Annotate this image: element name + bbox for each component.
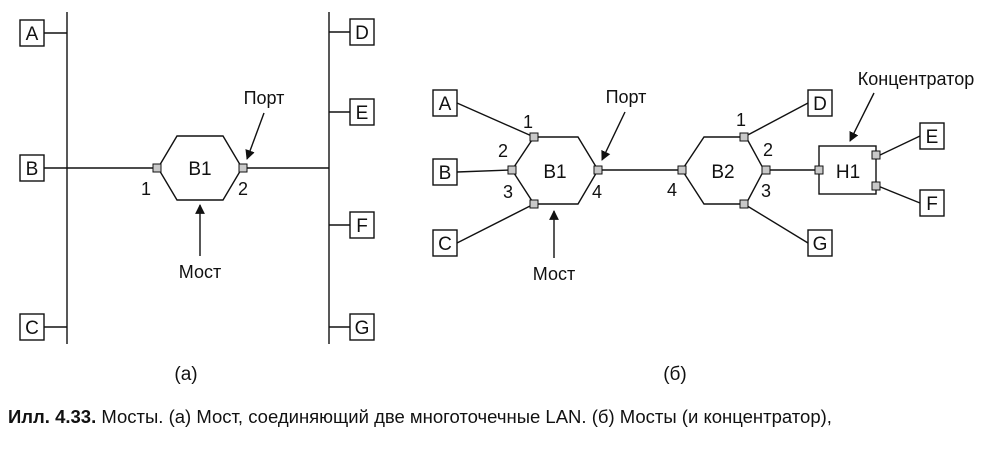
diagram-b-label: (б): [663, 364, 687, 385]
station-d-box: [349, 18, 375, 46]
b2-port-number-4: 4: [667, 180, 677, 200]
hub-port-left: [814, 165, 824, 175]
station-c-box: [19, 313, 45, 341]
diagram-b: A B C B1 1 2 3 4 B2 1 2 3 4 H1 D: [432, 69, 974, 385]
station-d-label: D: [813, 94, 827, 115]
b2-port-4: [677, 165, 687, 175]
port-number-2: 2: [238, 179, 248, 199]
port-note: Порт: [606, 87, 647, 107]
b1-port-number-2: 2: [498, 141, 508, 161]
bridge-note: Мост: [179, 262, 221, 282]
port-note: Порт: [244, 88, 285, 108]
bridge-port-1: [152, 163, 162, 173]
station-g-label: G: [813, 234, 828, 255]
b2-port-number-3: 3: [761, 181, 771, 201]
b1-port-4: [593, 165, 603, 175]
b1-port-1: [529, 132, 539, 142]
bridge-b1-label: B1: [543, 162, 566, 183]
station-d-box: [807, 89, 833, 117]
hub-arrow: [849, 92, 875, 142]
station-f-box: [349, 211, 375, 239]
station-b-label: B: [26, 159, 39, 180]
port-number-1: 1: [141, 179, 151, 199]
station-a-label: A: [439, 94, 452, 115]
station-c-label: C: [438, 234, 452, 255]
bridge-b1-label: B1: [188, 159, 211, 180]
hub-h1-box: [818, 145, 877, 195]
station-b-label: B: [439, 163, 452, 184]
figure-caption: Илл. 4.33. Мосты. (а) Мост, соединяющий …: [8, 404, 993, 430]
b2-port-number-2: 2: [763, 140, 773, 160]
station-e-box: [919, 122, 945, 150]
b2-port-2: [761, 165, 771, 175]
diagram-a-label: (a): [174, 364, 197, 385]
station-b-box: [19, 154, 45, 182]
hub-port-bottom: [871, 181, 881, 191]
station-a-label: A: [26, 24, 39, 45]
station-b-box: [432, 158, 458, 186]
station-a-box: [19, 19, 45, 47]
station-f-label: F: [926, 194, 938, 215]
station-a-box: [432, 89, 458, 117]
station-d-label: D: [355, 23, 369, 44]
station-e-label: E: [356, 103, 369, 124]
port-arrow: [245, 112, 265, 160]
b2-port-1: [739, 132, 749, 142]
station-g-box: [349, 313, 375, 341]
b2-port-number-1: 1: [736, 110, 746, 130]
bridge-port-2: [238, 163, 248, 173]
b1-port-number-4: 4: [592, 182, 602, 202]
caption-label: Илл. 4.33.: [8, 406, 97, 427]
b2-port-3: [739, 199, 749, 209]
hub-note: Концентратор: [858, 69, 974, 89]
station-g-box: [807, 229, 833, 257]
station-c-box: [432, 229, 458, 257]
b1-port-2: [507, 165, 517, 175]
station-f-box: [919, 189, 945, 217]
port-arrow: [601, 111, 626, 161]
b1-port-3: [529, 199, 539, 209]
bridge-note: Мост: [533, 264, 575, 284]
station-e-label: E: [926, 127, 939, 148]
bridge-b2-label: B2: [711, 162, 734, 183]
station-f-label: F: [356, 216, 368, 237]
hub-h1-label: H1: [836, 162, 860, 183]
diagram-a: A B C D E F G B1 1 2 Порт Мост (a): [19, 12, 375, 385]
bridges-figure: A B C D E F G B1 1 2 Порт Мост (a): [19, 12, 974, 385]
caption-text: Мосты. (а) Мост, соединяющий две многото…: [96, 406, 832, 427]
b1-port-number-3: 3: [503, 182, 513, 202]
hub-port-top: [871, 150, 881, 160]
station-c-label: C: [25, 318, 39, 339]
station-g-label: G: [355, 318, 370, 339]
station-e-box: [349, 98, 375, 126]
b1-port-number-1: 1: [523, 112, 533, 132]
